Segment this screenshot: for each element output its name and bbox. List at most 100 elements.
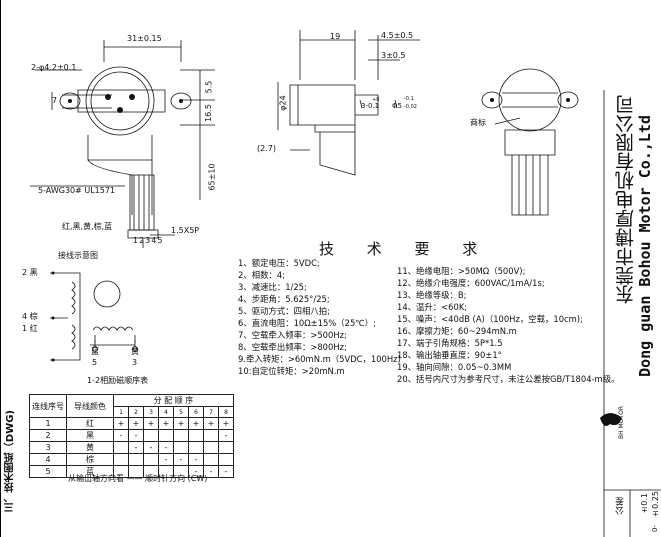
wiring-b5-num: 5 (92, 358, 98, 367)
dim-width: 31±0.15 (127, 34, 162, 43)
cell-step: - (218, 429, 234, 442)
tolerance-2: ±0.25 (651, 491, 660, 518)
wire-colors: 红,黑,黄,棕,蓝 (62, 222, 113, 231)
dim-7: 7 (52, 96, 58, 105)
wiring-l4: 4 棕 (22, 312, 38, 321)
dim-24: φ24 (278, 95, 288, 111)
step-header: 7 (203, 406, 219, 418)
cell-step: + (128, 417, 144, 430)
dim-4-5: 4.5±0.5 (381, 31, 414, 40)
dim-3: 3±0.5 (381, 51, 406, 60)
cell-step (128, 453, 144, 466)
cell-step (203, 453, 219, 466)
cell-step: - (158, 453, 174, 466)
spec-item: 5、驱动方式：四相八拍; (238, 306, 330, 316)
spec-item: 2、相数：4; (238, 270, 285, 280)
spec-item: 14、温升：<60K; (397, 302, 468, 312)
col-color: 导线颜色 (66, 394, 114, 418)
cell-step: + (173, 417, 189, 430)
cell-step: + (203, 417, 219, 430)
cell-no: 5 (29, 465, 67, 478)
cell-step: - (173, 453, 189, 466)
spec-item: 10:自定位转矩：>20mN.m (238, 366, 345, 376)
table-row: 1 红 + + + + + + + + (29, 417, 234, 430)
cell-step: - (113, 429, 129, 442)
spec-item: 3、减速比：1/25; (238, 282, 307, 292)
spec-item: 16、摩擦力矩：60~294mN.m (397, 326, 517, 336)
cell-step (188, 441, 204, 454)
step-header: 6 (188, 406, 204, 418)
cell-step: + (218, 417, 234, 430)
wiring-title: 接线示意图 (58, 251, 98, 260)
cell-step (113, 453, 129, 466)
cell-no: 4 (29, 453, 67, 466)
step-header: 4 (158, 406, 174, 418)
dim-5-5: 5.5 (204, 80, 214, 94)
spec-item: 17、端子引角规格：5P*1.5 (397, 338, 503, 348)
cell-step: - (188, 465, 204, 478)
cell-step: + (158, 417, 174, 430)
tol-minus-2: -0.02 (404, 104, 417, 110)
cell-color: 蓝 (66, 465, 114, 478)
company-name-en: Dong guan Bohou Motor Co.,Ltd (636, 115, 654, 377)
dim-holes: 2-φ4.2±0.1 (31, 63, 77, 72)
tolerance-label: 公差 (616, 497, 626, 515)
cell-step (188, 429, 204, 442)
step-header: 2 (128, 406, 144, 418)
section-label: 三、技术图纸（DWG) (5, 410, 16, 513)
cell-step (143, 429, 159, 442)
spec-item: 7、空载牵入频率：>500Hz; (238, 330, 347, 340)
cell-step (203, 429, 219, 442)
direction-note: 从输出轴方向看 —— 顺时针方向 (C₩) (68, 474, 208, 483)
cell-step: - (128, 429, 144, 442)
cell-color: 棕 (66, 453, 114, 466)
spec-item: 18、输出轴垂直度：90±1° (397, 350, 502, 360)
wiring-b3-name: 黄 (131, 347, 139, 356)
spec-item: 6、直流电阻：10Ω±15%（25℃）; (238, 318, 376, 328)
cell-step: - (128, 441, 144, 454)
col-order: 分 配 顺 序 (113, 394, 234, 407)
cell-step: - (143, 441, 159, 454)
cell-step (203, 441, 219, 454)
page-border (0, 0, 1, 537)
pitch-label: 1.5X5P (171, 226, 200, 235)
cell-step (113, 441, 129, 454)
cell-no: 3 (29, 441, 67, 454)
tol-plus: +0 (372, 97, 380, 103)
dim-16-5: 16.5 (203, 104, 213, 122)
cell-step (218, 441, 234, 454)
tolerance-1: ±0.1 (640, 493, 649, 515)
spec-item: 9.牵入转矩：>60mN.m（5VDC，100Hz) (238, 354, 401, 364)
cell-color: 红 (66, 417, 114, 430)
spec-item: 20、括号内尺寸为参考尺寸，未注公差按GB/T1804-m级。 (397, 374, 620, 384)
cell-step: + (113, 417, 129, 430)
spec-title: 技 术 要 求 (319, 240, 492, 258)
cell-step (158, 429, 174, 442)
step-header: 3 (143, 406, 159, 418)
table-row: 2 黑 - - - (29, 429, 234, 442)
cell-step: - (203, 465, 219, 478)
wiring-l1: 1 红 (22, 324, 38, 333)
cell-step: - (218, 465, 234, 478)
cell-no: 1 (29, 417, 67, 430)
sticker-label: 商标 (470, 118, 486, 127)
sequence-caption: 1-2相励磁顺序表 (87, 376, 149, 385)
cell-step: + (143, 417, 159, 430)
sequence-table: 连线序号 导线颜色 分 配 顺 序 1 2 3 4 5 6 7 8 1 红 + … (29, 394, 234, 478)
step-header: 1 (113, 406, 129, 418)
pin-numbers: 12345 (133, 236, 164, 245)
cell-color: 黄 (66, 441, 114, 454)
wire-label: 5-AWG30# UL1571 (38, 186, 116, 195)
dim-3-flat: 3-0.1 (361, 102, 380, 110)
logo-text: BH MOTOR (618, 406, 625, 439)
cell-step: - (158, 441, 174, 454)
spec-item: 11、绝缘电阻：>50MΩ（500V); (397, 266, 526, 276)
cell-step (218, 453, 234, 466)
cell-step: - (188, 453, 204, 466)
table-row: 5 蓝 - - - (29, 465, 234, 478)
wiring-b5-name: 蓝 (91, 347, 99, 356)
dim-2-7: (2.7) (257, 144, 276, 153)
spec-item: 13、绝缘等级：B; (397, 290, 467, 300)
spec-item: 19、轴向间隙：0.05~0.3MM (397, 362, 512, 372)
spec-item: 4、步距角：5.625°/25; (238, 294, 330, 304)
